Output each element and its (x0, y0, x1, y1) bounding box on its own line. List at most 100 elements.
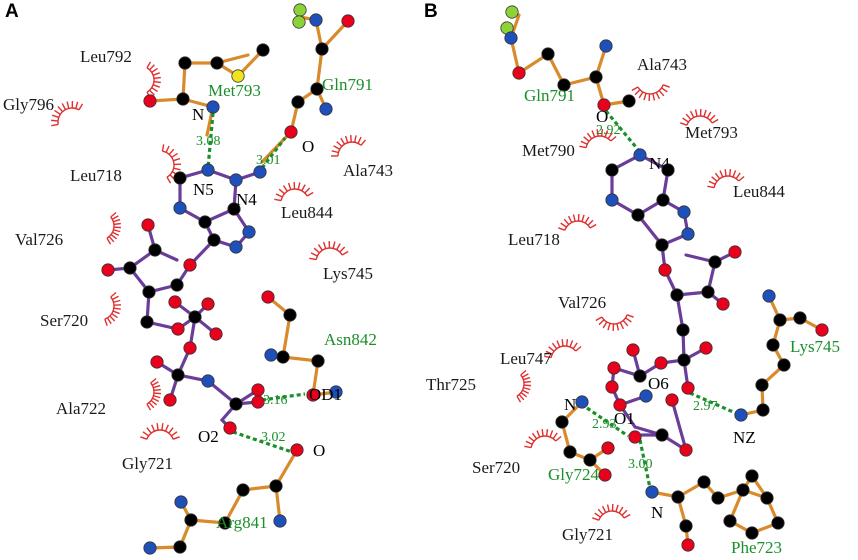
contact-tick (51, 114, 59, 119)
contact-tick (567, 215, 573, 223)
contact-tick (626, 314, 634, 318)
atom-O (290, 443, 304, 457)
contact-tick (516, 395, 522, 403)
atom-O (665, 393, 679, 407)
contact-tick (707, 185, 715, 189)
residue-label: Met790 (522, 141, 575, 160)
atom-C (745, 526, 759, 540)
atom-C (236, 483, 250, 497)
contact-tick (336, 141, 343, 147)
contact-arc (146, 67, 155, 93)
contact-tick (161, 144, 165, 152)
contact-tick (551, 342, 558, 350)
contact-tick (106, 237, 112, 245)
atom-label: N5 (193, 180, 214, 199)
hydrophobic-contact (51, 100, 84, 127)
contact-tick (623, 513, 631, 519)
distance-label: 3.02 (261, 430, 286, 445)
residue-label: Gln791 (322, 75, 373, 94)
contact-tick (148, 402, 155, 409)
atom-C (736, 483, 750, 497)
contact-tick (146, 427, 152, 434)
contact-arc (162, 150, 175, 178)
residue-label: Lys745 (323, 264, 373, 283)
contact-tick (331, 150, 339, 154)
contact-tick (621, 509, 628, 516)
atom-N (329, 385, 343, 399)
contact-tick (275, 193, 283, 198)
residue-label: Met793 (685, 123, 738, 142)
atom-N (575, 395, 589, 409)
atom-O (681, 381, 695, 395)
contact-tick (151, 424, 156, 432)
atom-C (140, 315, 154, 329)
atom-O (626, 343, 640, 357)
hydrogen-bond (261, 392, 306, 402)
distance-label: 3.16 (263, 393, 288, 408)
residue-label: Leu844 (733, 182, 785, 201)
atom-O (598, 468, 612, 482)
contact-tick (54, 109, 61, 115)
contact-tick (661, 87, 668, 93)
contact-tick (339, 246, 346, 253)
contact-tick (524, 445, 532, 449)
bond (298, 15, 350, 53)
atom-O (261, 290, 275, 304)
atom-C (176, 92, 190, 106)
atom-C (793, 311, 807, 325)
atom-C (123, 261, 137, 275)
atom-C (541, 47, 555, 61)
residue-label: Val726 (15, 230, 63, 249)
atom-O (654, 356, 668, 370)
distance-label: 2.92 (596, 123, 621, 138)
atom-label: N4 (649, 154, 670, 173)
atom-C (756, 403, 770, 417)
atom-label: N4 (236, 190, 257, 209)
contact-tick (113, 229, 121, 233)
contact-tick (332, 241, 336, 249)
contact-tick (682, 117, 689, 123)
contact-tick (61, 103, 67, 110)
atom-label: O (302, 137, 314, 156)
contact-tick (536, 430, 541, 438)
contact-tick (572, 214, 576, 222)
contact-tick (631, 86, 639, 92)
contact-tick (153, 388, 161, 392)
contact-tick (544, 355, 552, 359)
contact-tick (110, 291, 117, 298)
atom-C (173, 171, 187, 185)
contact-tick (153, 80, 161, 84)
atom-O (607, 361, 621, 375)
contact-tick (170, 431, 178, 437)
residue-label: Leu747 (500, 349, 552, 368)
atom-N (319, 102, 333, 116)
atom-Cl (505, 5, 519, 19)
atom-O (171, 322, 185, 336)
contact-tick (728, 169, 732, 177)
contact-arc (104, 296, 115, 320)
contact-tick (152, 84, 160, 88)
hydrophobic-contact (544, 339, 582, 359)
atom-C (563, 445, 577, 459)
bond (739, 318, 787, 417)
atom-C (605, 163, 619, 177)
contact-tick (309, 257, 317, 261)
atom-O (183, 341, 197, 355)
atom-C (148, 243, 162, 257)
contact-tick (706, 111, 712, 119)
contact-tick (113, 222, 121, 226)
atom-C (227, 202, 241, 216)
atom-C (677, 353, 691, 367)
atom-C (184, 513, 198, 527)
contact-tick (619, 322, 625, 330)
contact-arc (637, 84, 664, 95)
atom-N (173, 201, 187, 215)
contact-tick (610, 135, 617, 142)
atom-C (178, 56, 192, 70)
atom-O (681, 538, 695, 552)
contact-tick (581, 214, 585, 222)
residue-label: Arg841 (216, 513, 268, 532)
contact-tick (556, 340, 561, 348)
hydrophobic-contact (146, 377, 161, 411)
contact-tick (354, 135, 357, 143)
